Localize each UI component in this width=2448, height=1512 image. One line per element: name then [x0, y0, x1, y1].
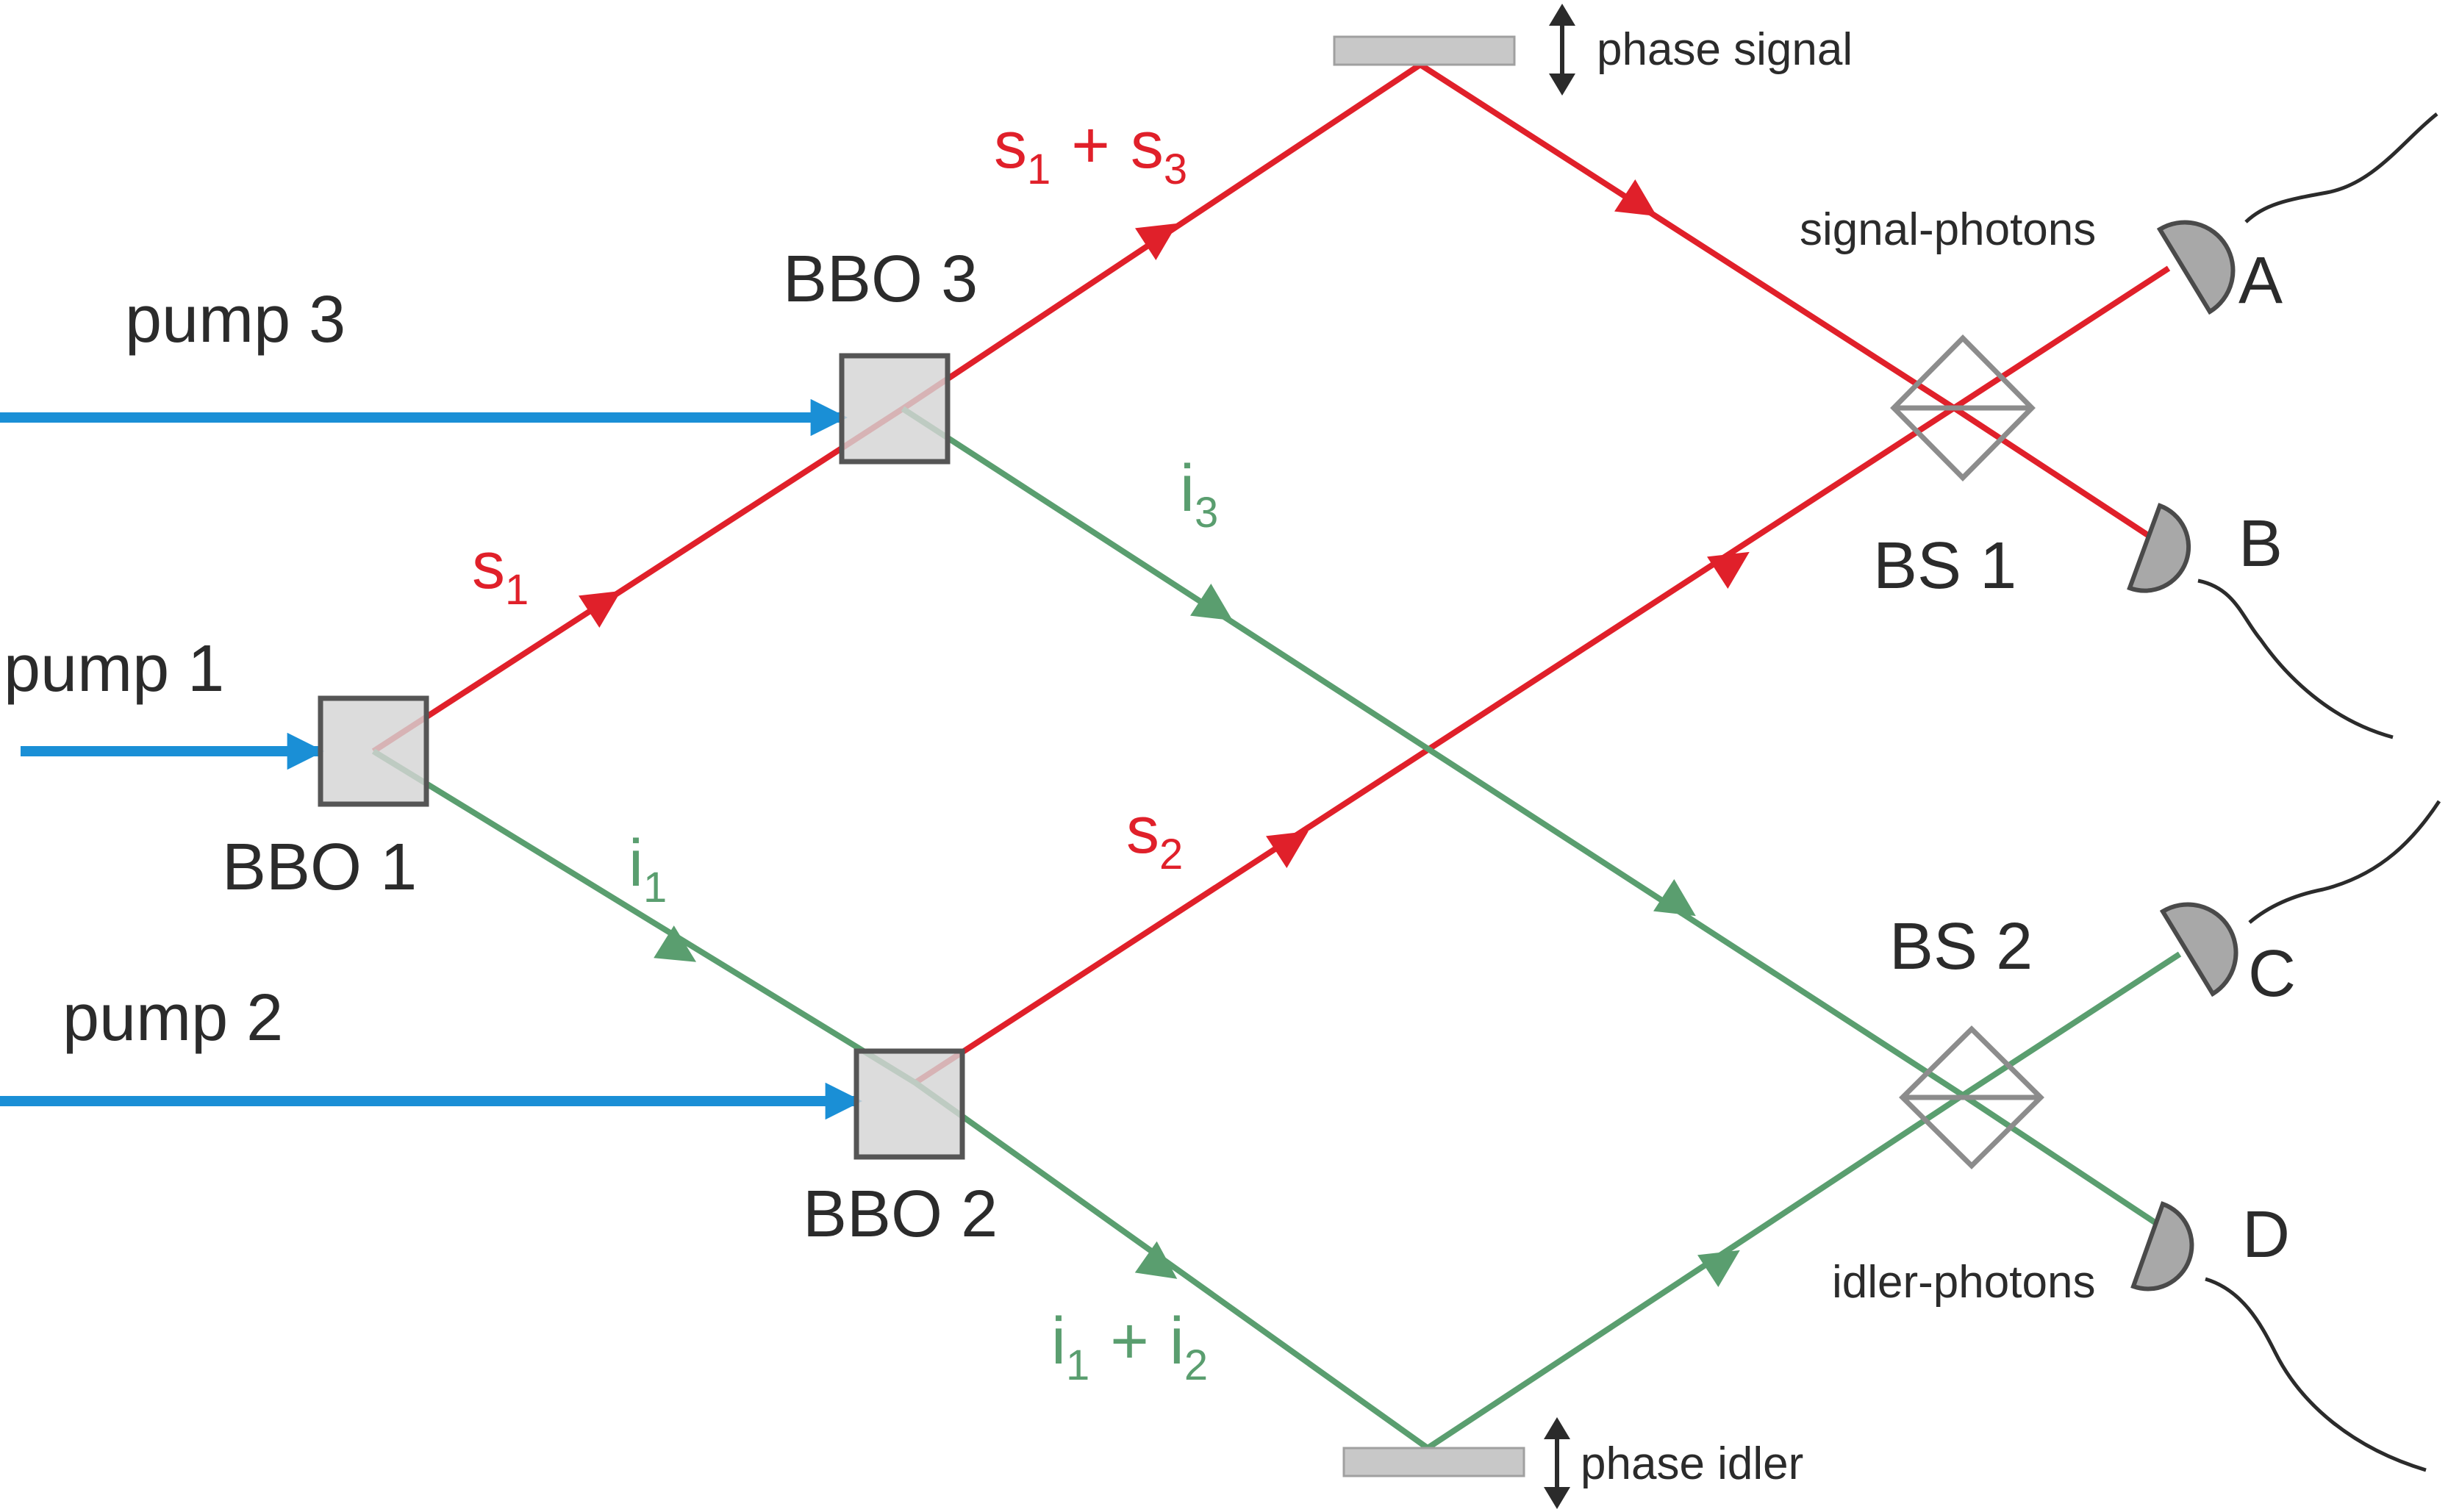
- beam-label-s1-plus-s3: s1+s3: [994, 109, 1187, 193]
- idler-arrow-i1i2: [1134, 1241, 1178, 1279]
- pump-1-label: pump 1: [4, 632, 224, 706]
- beam-label-s2: s2: [1126, 794, 1183, 878]
- bbo-2-crystal: [853, 1048, 965, 1160]
- signal-arrow-s1: [579, 590, 621, 628]
- detector-b: [2127, 503, 2191, 593]
- bs-2-label: BS 2: [1889, 910, 2033, 983]
- bs-1-label: BS 1: [1873, 529, 2016, 603]
- phase-idler-label: phase idler: [1581, 1438, 1803, 1489]
- detector-c-label: C: [2248, 937, 2296, 1011]
- cable-a: [2244, 112, 2438, 223]
- idler-beam-to-bs2: [1425, 951, 2182, 1451]
- beam-label-i1-plus-i2: i1+i2: [1051, 1305, 1208, 1389]
- signal-arrow-s1s3: [1135, 223, 1178, 260]
- cable-b: [2197, 578, 2394, 739]
- bbo-2-label: BBO 2: [803, 1178, 998, 1251]
- bbo-1-label: BBO 1: [222, 831, 417, 904]
- detector-b-label: B: [2238, 507, 2283, 581]
- signal-beam-to-bs1: [1418, 62, 2164, 547]
- phase-signal-double-arrow-icon: [1549, 4, 1575, 96]
- detector-a-label: A: [2238, 244, 2283, 318]
- idler-arrow-i3-lower: [1653, 879, 1696, 917]
- detector-c: [2159, 902, 2238, 997]
- beamsplitter-1: [1890, 334, 2036, 481]
- phase-idler-double-arrow-icon: [1544, 1417, 1570, 1509]
- signal-arrow-to-bs1: [1614, 179, 1657, 217]
- beamsplitter-2: [1899, 1025, 2044, 1169]
- beam-label-s1: s1: [472, 529, 529, 614]
- idler-arrow-i3: [1190, 584, 1233, 621]
- idler-photons-label: idler-photons: [1832, 1257, 2095, 1308]
- detector-d: [2130, 1201, 2194, 1291]
- signal-photons-label: signal-photons: [1800, 204, 2096, 255]
- idler-arrow-to-bs2: [1697, 1250, 1740, 1287]
- idler-arrow-i1: [654, 925, 697, 962]
- cable-c: [2248, 800, 2441, 924]
- bbo-3-crystal: [839, 353, 951, 465]
- phase-signal-mirror: [1333, 35, 1516, 66]
- phase-idler-mirror: [1342, 1447, 1525, 1477]
- bbo-1-crystal: [318, 695, 429, 807]
- phase-signal-label: phase signal: [1597, 24, 1853, 75]
- beam-label-i1: i1: [629, 827, 667, 911]
- detector-a: [2156, 220, 2236, 315]
- bbo-3-label: BBO 3: [783, 243, 978, 316]
- signal-arrow-s2-upper: [1707, 551, 1750, 589]
- detector-d-label: D: [2242, 1198, 2290, 1272]
- signal-arrow-s2: [1266, 831, 1309, 868]
- pump-3-label: pump 3: [125, 283, 346, 356]
- beam-label-i3: i3: [1180, 452, 1218, 537]
- pump-2-label: pump 2: [62, 981, 283, 1055]
- cable-d: [2205, 1277, 2427, 1472]
